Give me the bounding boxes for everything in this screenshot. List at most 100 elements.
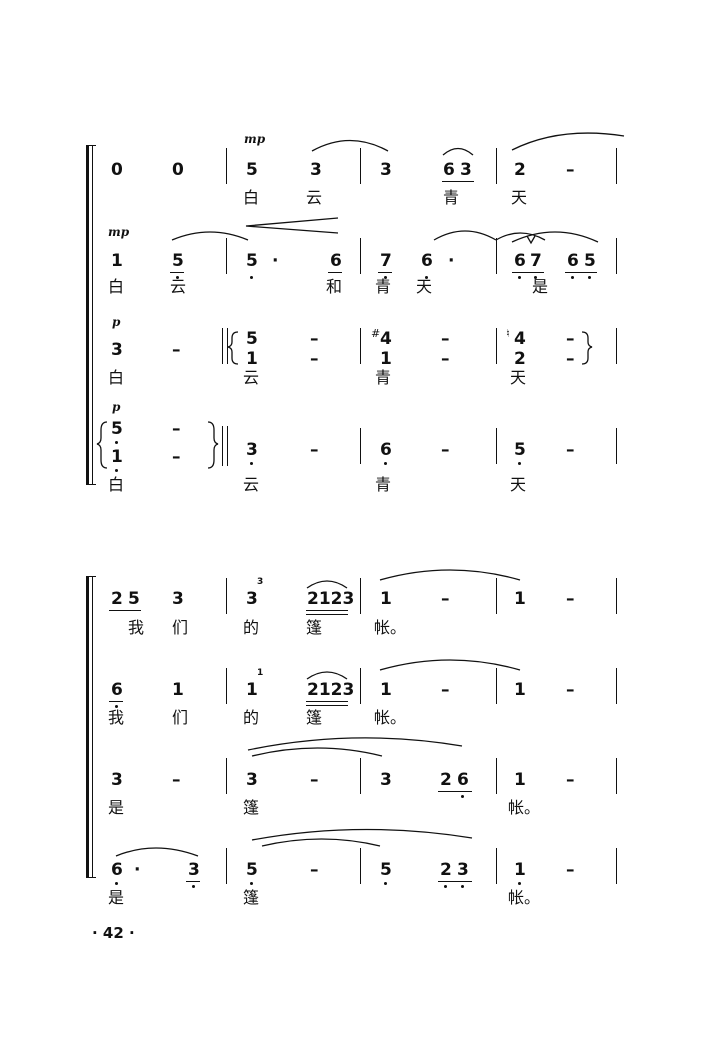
barline [222,426,223,466]
note: 1 [172,680,184,700]
note: 5 [380,860,392,880]
low-octave-dot [115,705,118,708]
augmentation-dot: · [272,251,279,271]
note: 3 [246,770,258,790]
lyric: 白 [108,475,125,494]
system-bracket-bottom [86,877,96,878]
dash: – [172,340,181,360]
note: 2 [514,349,526,369]
brace-left [227,331,239,365]
augmentation-dot: · [448,251,455,271]
note: 7 [530,251,542,271]
note: 3 [246,589,258,609]
note: 5 [111,419,123,439]
system-bracket-top [86,145,96,146]
lyric: 白 [108,368,125,387]
note: 2123 [307,680,355,700]
dash: – [566,860,575,880]
brace-right [581,331,593,365]
system-bracket-thin [92,145,93,485]
note: 5 [584,251,596,271]
note: 0 [111,160,123,180]
page-number: · 42 · [92,924,135,942]
dynamic-mark: mp [244,132,266,146]
grace-note: 3 [257,577,264,587]
note: 1 [514,770,526,790]
low-octave-dot [588,276,591,279]
note: 5 [172,251,184,271]
eighth-beam [438,791,472,792]
note: 1 [380,589,392,609]
note: 1 [380,349,392,369]
dash: – [441,440,450,460]
lyric: 天 [416,277,433,296]
lyric: 是 [108,798,125,817]
barline [616,848,617,884]
low-octave-dot [425,276,428,279]
lyric: 篷 [306,708,323,727]
barline [227,426,228,466]
eighth-beam [170,272,184,273]
lyric: 云 [243,368,260,387]
note: 1 [514,680,526,700]
lyric: 云 [306,188,323,207]
lyric: 帐。 [508,798,541,817]
note: 5 [128,589,140,609]
dash: – [441,589,450,609]
dash: – [310,329,319,349]
lyric: 云 [170,277,187,296]
slur [115,847,199,857]
note: 6 [457,770,469,790]
note: 7 [380,251,392,271]
note: 2 [514,160,526,180]
note: 6 [111,860,123,880]
lyric: 的 [243,618,260,637]
barline [226,668,227,704]
eighth-beam [328,272,342,273]
tie [511,132,625,151]
dash: – [566,680,575,700]
barline [616,328,617,364]
augmentation-dot: · [134,860,141,880]
note: 6 [514,251,526,271]
lyric: 们 [172,708,189,727]
barline [227,328,228,364]
note: 2 [440,860,452,880]
low-octave-dot [461,795,464,798]
barline [496,148,497,184]
barline [226,238,227,274]
lyric: 天 [510,368,527,387]
barline [226,758,227,794]
barline [496,238,497,274]
lyric: 白 [243,188,260,207]
barline [496,328,497,364]
dash: – [566,770,575,790]
barline [226,848,227,884]
note: 4 [380,329,392,349]
note: 1 [246,680,258,700]
slur [171,231,249,241]
sharp-accidental: # [371,327,381,340]
low-octave-dot [115,441,118,444]
note: 5 [246,860,258,880]
dash: – [172,770,181,790]
dash: – [310,349,319,369]
low-octave-dot [250,882,253,885]
note: 3 [111,340,123,360]
note: 1 [111,251,123,271]
brace-left [96,421,108,469]
lyric: 是 [532,277,549,296]
barline [360,328,361,364]
barline [226,578,227,614]
low-octave-dot [518,882,521,885]
low-octave-dot [444,885,447,888]
lyric: 我 [128,618,145,637]
low-octave-dot [518,462,521,465]
low-octave-dot [250,462,253,465]
dash: – [310,770,319,790]
note: 6 [380,440,392,460]
barline [496,428,497,464]
slur [433,230,497,241]
eighth-beam [512,272,544,273]
note: 5 [514,440,526,460]
